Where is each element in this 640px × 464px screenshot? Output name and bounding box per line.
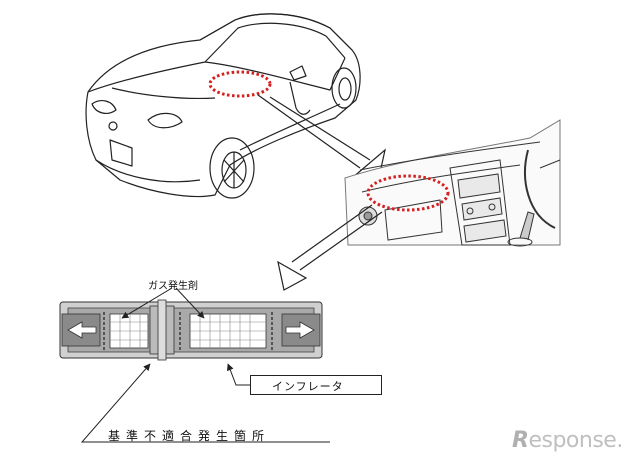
noncompliance-location-label: 基準不適合発生箇所	[108, 429, 271, 443]
leader-noncompliance	[80, 363, 330, 443]
highlight-dashboard	[366, 174, 450, 212]
inflator-illustration	[59, 299, 323, 361]
response-logo-icon: R	[512, 428, 529, 453]
response-watermark: Response.	[512, 428, 623, 453]
highlight-windshield	[208, 70, 272, 98]
gas-generant-label: ガス発生剤	[148, 281, 198, 292]
arrow-icon	[277, 204, 383, 291]
inflator-label: インフレータ	[272, 380, 344, 393]
leader-gas-left	[121, 287, 173, 319]
leader-inflator	[226, 363, 250, 386]
inflator-label-box	[250, 375, 382, 395]
dashboard-illustration	[344, 119, 561, 247]
car-illustration	[85, 13, 361, 199]
watermark-text: esponse.	[528, 428, 623, 453]
leader-gas-right	[175, 287, 205, 319]
